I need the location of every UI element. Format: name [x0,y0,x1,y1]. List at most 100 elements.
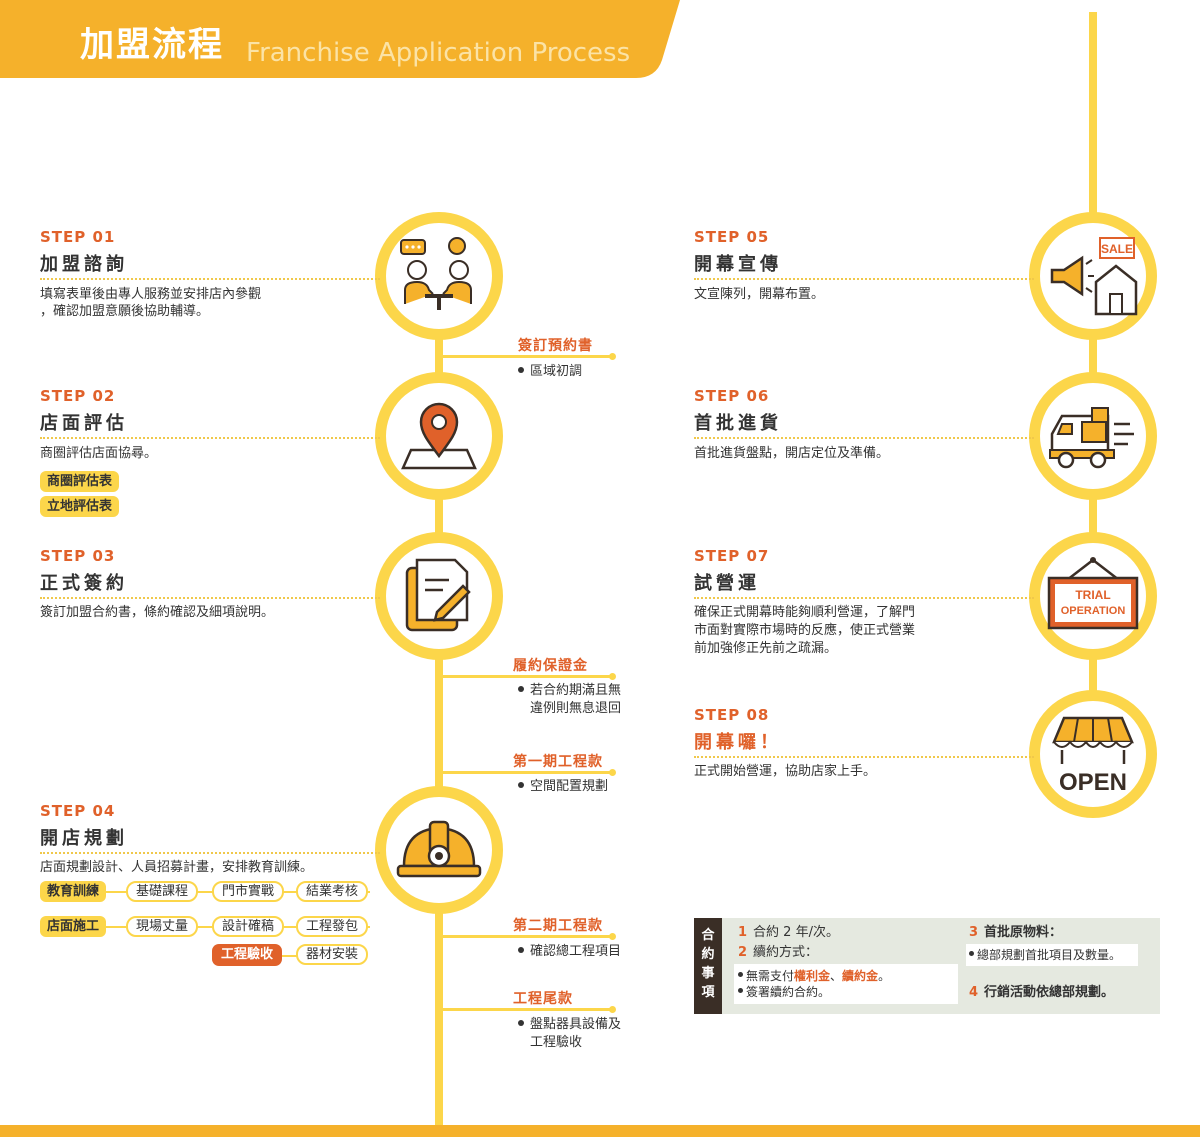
construction-head: 店面施工 [40,916,107,937]
step-03-desc-line1: 簽訂加盟合約書，條約確認及細項說明。 [40,605,275,620]
payment-final-item-1: 盤點器具設備及 [518,1016,621,1034]
payment-connector-end [609,673,616,680]
payment-connector-end [609,933,616,940]
training-head: 教育訓練 [40,881,107,902]
tag-site-form: 立地評估表 [40,496,120,517]
acceptance-connector [230,955,350,957]
sale-sign-text: SALE [1101,242,1133,256]
trial-sign-icon: TRIAL OPERATION [1047,557,1139,630]
trial-sign-text-1: TRIAL [1075,588,1110,602]
open-sign-text: OPEN [1059,769,1127,796]
step-06-divider [694,437,1034,439]
step-03-divider [40,597,380,599]
step-05-label: STEP 05 [694,228,770,246]
payment-connector [439,355,613,358]
payment-reservation-item: 區域初調 [518,363,582,381]
construction-item-measure: 現場丈量 [126,916,199,937]
payment-final-title: 工程尾款 [513,991,573,1007]
delivery-truck-icon [1049,407,1134,469]
step-01-desc-line2: ，確認加盟意願後協助輔導。 [40,304,210,319]
step-07-desc-line3: 前加強修正先前之疏漏。 [694,641,838,656]
payment-connector [439,771,613,774]
step-02-title: 店面評估 [40,413,128,434]
trial-sign-text-2: OPERATION [1061,605,1126,617]
step-06-desc-line1: 首批進貨盤點，開店定位及準備。 [694,446,890,461]
step-08-title: 開幕囉！ [694,732,782,753]
step-07-desc-line2: 市面對實際市場時的反應，使正式營業 [694,623,916,638]
step-02-circle [375,372,503,500]
step-06-circle [1029,372,1157,500]
step-01-label: STEP 01 [40,228,116,246]
payment-connector-end [609,1006,616,1013]
step-01-divider [40,278,380,280]
step-05-desc-line1: 文宣陳列，開幕布置。 [694,287,825,302]
contract-item-3-sub: 總部規劃首批項目及數量。 [969,946,1121,964]
location-pin-icon [401,402,477,470]
payment-connector-end [609,769,616,776]
step-06-label: STEP 06 [694,387,770,405]
step-02-label: STEP 02 [40,387,116,405]
payment-connector [439,1008,613,1011]
step-02-divider [40,437,380,439]
step-05-circle: SALE [1029,212,1157,340]
page-title: 加盟流程 [80,25,224,65]
payment-connector [439,675,613,678]
training-item-practice: 門市實戰 [212,881,285,902]
step-05-divider [694,278,1034,280]
step-03-circle [375,532,503,660]
payment-reservation-title: 簽訂預約書 [518,338,593,354]
contract-renewal-panel [734,964,958,1004]
payment-phase1-item: 空間配置規劃 [518,778,608,796]
step-05-title: 開幕宣傳 [694,254,782,275]
step-07-circle: TRIAL OPERATION [1029,532,1157,660]
step-04-desc-line1: 店面規劃設計、人員招募計畫，安排教育訓練。 [40,860,314,875]
step-03-label: STEP 03 [40,547,116,565]
contract-item-2-sub2: 簽署續約合約。 [738,983,830,1001]
open-shop-icon: OPEN [1052,716,1134,796]
construction-item-design: 設計確稿 [212,916,285,937]
contract-label-char: 事 [701,966,715,981]
construction-equipment: 器材安裝 [296,944,369,965]
step-07-divider [694,597,1034,599]
consultation-icon [400,237,472,310]
step-01-title: 加盟諮詢 [40,254,128,275]
contract-label-char: 合 [701,928,715,943]
construction-acceptance: 工程驗收 [212,944,283,966]
payment-final-item-2: 工程驗收 [530,1035,583,1050]
payment-deposit-item-1: 若合約期滿且無 [518,682,621,700]
payment-phase2-item: 確認總工程項目 [518,943,621,961]
training-item-graduation: 結業考核 [296,881,369,902]
step-01-circle [375,212,503,340]
step-04-label: STEP 04 [40,802,116,820]
construction-item-contracting: 工程發包 [296,916,369,937]
step-04-divider [40,852,380,854]
step-07-label: STEP 07 [694,547,770,565]
payment-phase1-title: 第一期工程款 [513,754,603,770]
tag-trade-area-form: 商圈評估表 [40,471,120,492]
timeline-left-line [435,300,443,1125]
megaphone-icon: SALE [1050,237,1138,316]
payment-phase2-title: 第二期工程款 [513,918,603,934]
payment-connector [439,935,613,938]
step-08-circle: OPEN [1029,690,1157,818]
step-04-circle [375,786,503,914]
step-07-desc-line1: 確保正式開幕時能夠順利營運，了解門 [694,605,916,620]
payment-deposit-title: 履約保證金 [513,658,588,674]
bottom-band [0,1125,1200,1137]
contract-label-char: 約 [701,947,715,962]
step-02-desc-line1: 商圈評估店面協尋。 [40,446,158,461]
step-03-title: 正式簽約 [40,573,128,594]
training-item-basic: 基礎課程 [126,881,199,902]
step-04-title: 開店規劃 [40,828,128,849]
header-band [0,0,680,78]
contract-icon [405,558,471,632]
contract-label-char: 項 [701,985,715,1000]
contract-materials-panel [966,944,1138,966]
step-08-desc-line1: 正式開始營運，協助店家上手。 [694,764,877,779]
payment-deposit-item-2: 違例則無息退回 [530,701,622,716]
step-08-label: STEP 08 [694,706,770,724]
